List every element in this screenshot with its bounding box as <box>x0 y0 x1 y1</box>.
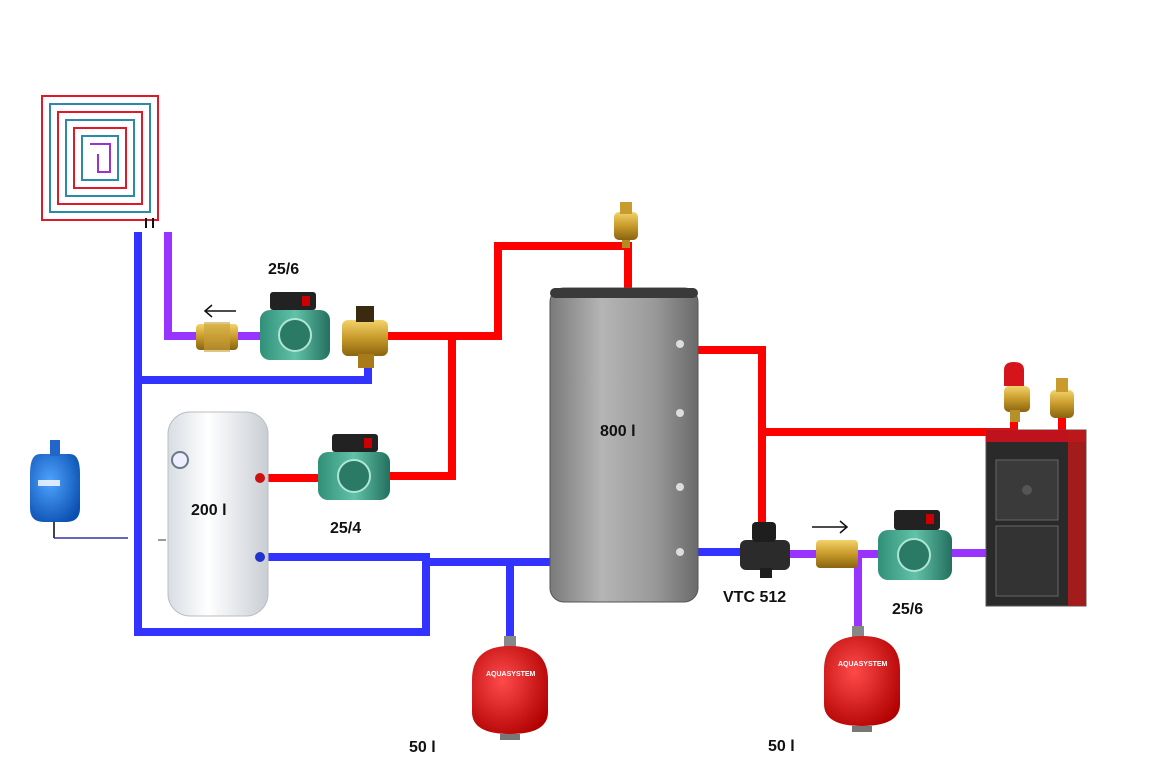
expansion-vessel-right: AQUASYSTEM <box>824 626 900 732</box>
thermometer-gauge-icon <box>171 451 189 469</box>
solid-fuel-boiler <box>985 429 1087 607</box>
valve-label: VTC 512 <box>723 589 786 606</box>
vessel-left-label: 50 l <box>409 739 436 756</box>
flow-arrow-right-icon <box>812 520 849 534</box>
circulation-pump-top <box>260 292 330 360</box>
circulation-pump-middle <box>318 434 390 500</box>
air-vent-valve <box>614 202 638 248</box>
circulation-pump-right <box>878 510 952 580</box>
thermostatic-valve-vtc <box>740 522 790 578</box>
check-valve-right <box>816 540 858 568</box>
svg-text:AQUASYSTEM: AQUASYSTEM <box>486 671 536 678</box>
pump-top-label: 25/6 <box>268 261 299 278</box>
pump-right-label: 25/6 <box>892 601 923 618</box>
buffer-tank <box>549 287 699 603</box>
vessel-right-label: 50 l <box>768 738 795 755</box>
buffer-tank-label: 800 l <box>600 423 636 440</box>
three-way-mixing-valve <box>342 306 388 368</box>
dhw-tank-label: 200 l <box>191 502 227 519</box>
expansion-vessel-left: AQUASYSTEM <box>472 636 548 740</box>
underfloor-heating-coil <box>41 95 159 228</box>
svg-text:AQUASYSTEM: AQUASYSTEM <box>838 661 888 668</box>
dhw-tank <box>167 411 269 617</box>
pump-middle-label: 25/4 <box>330 520 361 537</box>
check-valve-top <box>196 322 238 352</box>
safety-valve <box>1004 362 1030 422</box>
expansion-vessel-blue <box>30 440 128 539</box>
boiler-air-vent <box>1050 378 1074 418</box>
flow-arrow-left-icon <box>203 304 236 318</box>
mixed-pipes <box>164 232 988 634</box>
